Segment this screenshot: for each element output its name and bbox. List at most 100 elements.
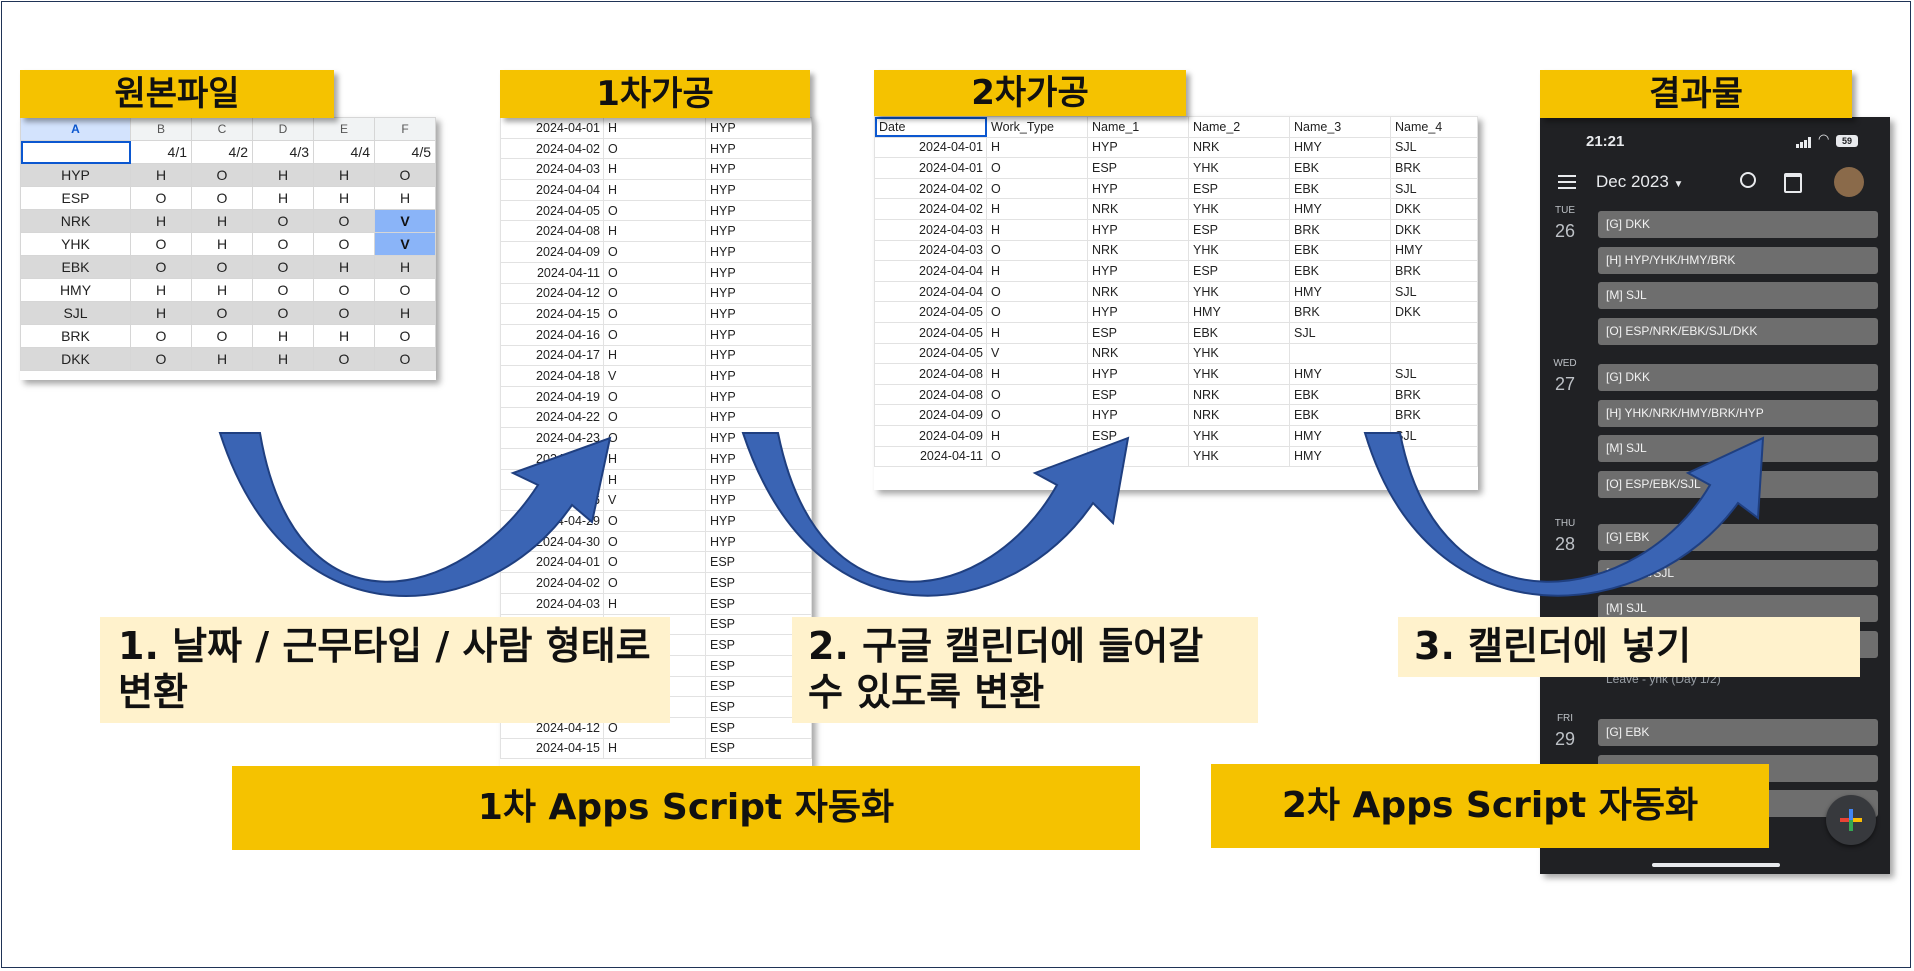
caret-down-icon: ▼ xyxy=(1673,179,1684,190)
value-cell: H xyxy=(252,347,314,371)
menu-icon[interactable] xyxy=(1558,175,1576,189)
date-cell: 2024-04-01 xyxy=(874,157,987,179)
column-header[interactable]: D xyxy=(252,117,314,141)
column-header[interactable]: E xyxy=(313,117,375,141)
column-header[interactable]: B xyxy=(130,117,192,141)
calendar-event[interactable]: [O] ESP/NRK/EBK/SJL/DKK xyxy=(1598,317,1878,345)
calendar-event[interactable]: [H] HYP/YHK/HMY/BRK xyxy=(1598,246,1878,274)
calendar-event[interactable]: [G] EBK xyxy=(1598,524,1878,551)
date-cell: 2024-04-03 xyxy=(500,592,604,615)
month-selector[interactable]: Dec 2023 ▼ xyxy=(1596,172,1683,192)
name-cell: ESP xyxy=(705,716,812,739)
day-of-week: THU xyxy=(1554,518,1576,529)
avatar[interactable] xyxy=(1834,167,1864,197)
value-cell: O xyxy=(191,301,253,325)
step3-line: 3. 캘린더에 넣기 xyxy=(1414,624,1692,668)
add-event-button[interactable] xyxy=(1826,795,1876,845)
arrow-original-to-first xyxy=(218,432,612,597)
value-cell: O xyxy=(252,232,314,256)
name-cell: YHK xyxy=(1188,157,1290,179)
name-cell: NRK xyxy=(1188,136,1290,159)
step1-note: 1. 날짜 / 근무타입 / 사람 형태로 변환 xyxy=(100,617,670,723)
column-header[interactable]: A xyxy=(20,117,131,141)
date-cell: 2024-04-15 xyxy=(500,737,604,760)
date-cell: 2024-04-02 xyxy=(874,177,987,200)
value-cell: H xyxy=(130,301,192,325)
label-original-file: 원본파일 xyxy=(20,70,334,118)
value-cell: H xyxy=(252,324,314,348)
day-number[interactable]: 26 xyxy=(1554,221,1576,241)
value-cell: H xyxy=(374,301,436,325)
day-number[interactable]: 27 xyxy=(1554,374,1576,394)
calendar-event[interactable]: [H] YHK/NRK/HMY/BRK/HYP xyxy=(1598,399,1878,427)
date-cell: 2024-04-02 xyxy=(500,572,604,594)
arrow-first-to-second xyxy=(741,432,1130,597)
column-header[interactable]: C xyxy=(191,117,253,141)
value-cell: H xyxy=(313,255,375,279)
name-cell: ESP xyxy=(705,737,812,760)
date-cell: 2024-04-08 xyxy=(874,363,987,385)
value-cell: O xyxy=(191,255,253,279)
value-cell: H xyxy=(191,278,253,302)
day-number[interactable]: 29 xyxy=(1554,729,1576,749)
name-cell: DKK xyxy=(1390,198,1478,220)
second-automation-bar: 2차 Apps Script 자동화 xyxy=(1211,764,1769,848)
name-cell: ESP xyxy=(705,592,812,615)
name-cell: YHK xyxy=(1188,239,1290,262)
step2-line1: 2. 구글 캘린더에 들어갈 xyxy=(808,624,1204,668)
battery-level: 59 xyxy=(1841,136,1852,146)
label-first-processing: 1차가공 xyxy=(500,70,810,118)
step3-note: 3. 캘린더에 넣기 xyxy=(1398,617,1860,677)
value-cell: O xyxy=(191,186,253,210)
name-cell: HYP xyxy=(1087,136,1189,159)
calendar-event[interactable]: [G] DKK xyxy=(1598,211,1878,238)
status-time: 21:21 xyxy=(1586,133,1625,150)
step1-line1: 1. 날짜 / 근무타입 / 사람 형태로 xyxy=(118,624,651,668)
name-cell: HYP xyxy=(705,406,812,429)
value-cell: H xyxy=(130,278,192,302)
value-cell: O xyxy=(313,209,375,233)
search-icon[interactable] xyxy=(1740,172,1756,188)
column-header[interactable]: F xyxy=(374,117,436,141)
value-cell: H xyxy=(313,324,375,348)
name-cell: EBK xyxy=(1289,404,1391,426)
arrow-second-to-calendar xyxy=(1363,432,1765,597)
date-cell: 2024-04-17 xyxy=(500,344,604,367)
value-cell: O xyxy=(191,163,253,187)
day-number[interactable]: 28 xyxy=(1554,534,1576,554)
name-cell: ESP xyxy=(20,186,131,210)
date-cell: 2024-04-05 xyxy=(874,321,987,344)
first-automation-bar: 1차 Apps Script 자동화 xyxy=(232,766,1140,850)
date-cell: 2024-04-04 xyxy=(874,260,987,282)
name-cell: SJL xyxy=(20,301,131,325)
calendar-event[interactable]: [G] DKK xyxy=(1598,364,1878,391)
date-cell: 2024-04-04 xyxy=(874,280,987,303)
value-cell: H xyxy=(130,163,192,187)
date-cell: 2024-04-19 xyxy=(500,385,604,408)
signal-icon xyxy=(1796,137,1812,148)
date-cell: 4/5 xyxy=(374,140,436,164)
calendar-today-icon[interactable] xyxy=(1784,173,1802,193)
month-label: Dec 2023 xyxy=(1596,172,1669,191)
step1-line2: 변환 xyxy=(118,670,188,714)
calendar-event[interactable]: [M] SJL xyxy=(1598,282,1878,309)
calendar-event[interactable]: [G] EBK xyxy=(1598,719,1878,746)
date-cell: 2024-04-12 xyxy=(500,282,604,305)
date-cell: 2024-04-03 xyxy=(500,158,604,181)
name-cell: ESP xyxy=(705,613,812,636)
